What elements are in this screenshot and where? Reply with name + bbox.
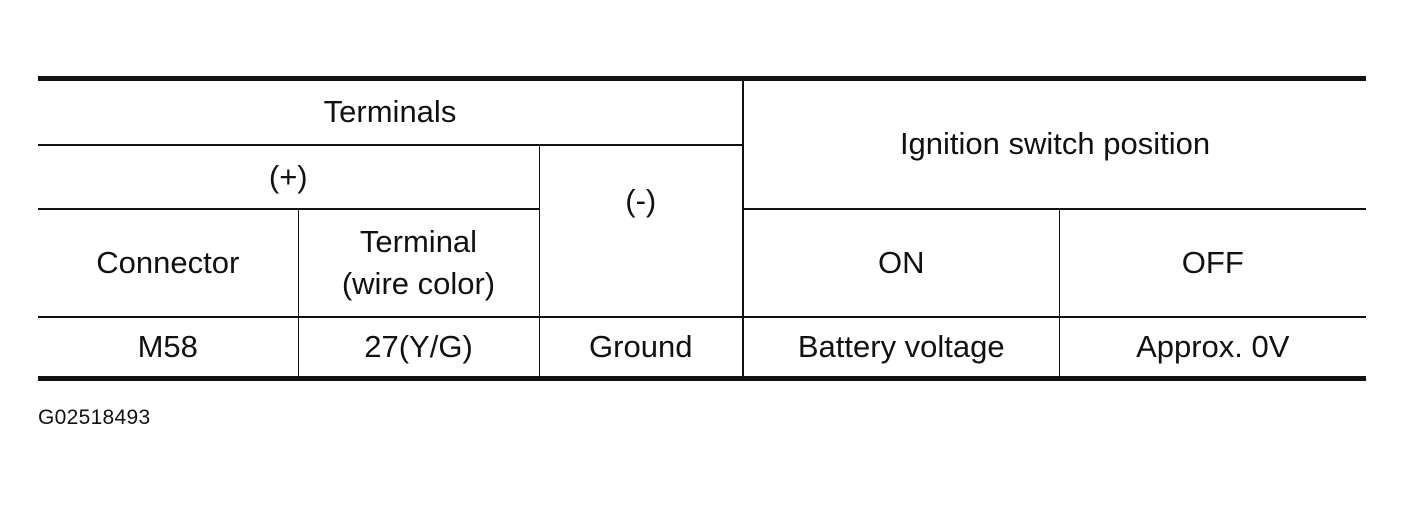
header-terminals: Terminals: [38, 78, 744, 146]
cell-off: Approx. 0V: [1058, 316, 1367, 379]
header-connector: Connector: [38, 208, 299, 318]
cell-off-value: Approx. 0V: [1136, 328, 1290, 364]
cell-on: Battery voltage: [742, 316, 1060, 379]
cell-on-value: Battery voltage: [797, 328, 1005, 364]
table-row: M58 27(Y/G) Ground Battery voltage Appro…: [38, 316, 1367, 379]
figure-id: G02518493: [38, 406, 151, 429]
header-connector-label: Connector: [96, 244, 240, 280]
header-terminal-wire-color: Terminal (wire color): [297, 208, 540, 318]
terminal-voltage-table: Terminals Ignition switch position (+) (…: [38, 76, 1367, 381]
header-off-label: OFF: [1181, 244, 1244, 280]
header-minus: (-): [538, 144, 744, 318]
header-on: ON: [742, 208, 1060, 318]
cell-terminal: 27(Y/G): [297, 316, 540, 379]
header-on-label: ON: [878, 244, 925, 280]
header-terminals-label: Terminals: [323, 94, 457, 130]
header-ignition-switch-position: Ignition switch position: [742, 78, 1367, 210]
header-terminal-label: Terminal: [359, 223, 478, 259]
cell-minus-value: Ground: [589, 328, 693, 364]
cell-terminal-value: 27(Y/G): [364, 328, 473, 364]
header-off: OFF: [1058, 208, 1367, 318]
header-minus-label: (-): [625, 182, 657, 218]
cell-minus: Ground: [538, 316, 744, 379]
header-ignition-switch-position-label: Ignition switch position: [899, 126, 1211, 162]
header-plus: (+): [38, 144, 540, 210]
header-plus-label: (+): [268, 158, 308, 194]
header-wire-color-label: (wire color): [341, 265, 496, 301]
cell-connector-value: M58: [137, 328, 198, 364]
cell-connector: M58: [38, 316, 299, 379]
